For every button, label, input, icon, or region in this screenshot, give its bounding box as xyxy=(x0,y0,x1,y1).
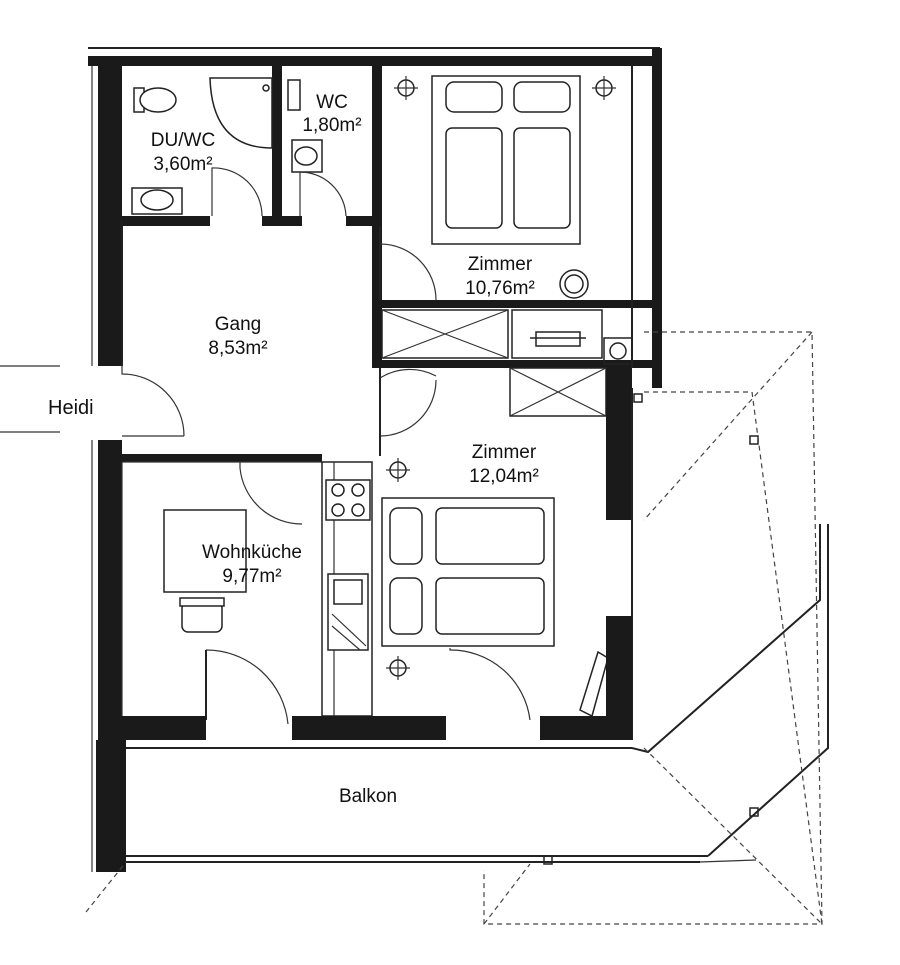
room-area-duwc: 3,60m² xyxy=(153,154,212,175)
room-name-gang: Gang xyxy=(215,314,261,335)
room-name-wc: WC xyxy=(316,92,348,113)
room-name-wohnkueche: Wohnküche xyxy=(202,542,302,563)
corridor xyxy=(121,226,437,463)
wc-basin-icon xyxy=(291,139,323,173)
toilet-icon xyxy=(133,87,177,113)
washbasin-icon xyxy=(131,187,183,215)
bedroom-upper xyxy=(372,75,658,368)
chair-icon xyxy=(179,597,225,633)
room-name-zimmer2: Zimmer xyxy=(472,442,537,463)
wc-room xyxy=(287,66,382,306)
stove-icon xyxy=(325,479,371,521)
room-name-duwc: DU/WC xyxy=(151,130,215,151)
room-area-wohnkueche: 9,77m² xyxy=(222,566,281,587)
room-area-wc: 1,80m² xyxy=(302,115,361,136)
lamp-icon xyxy=(386,458,410,482)
room-labels: DU/WC 3,60m² WC 1,80m² Zimmer 10,76m² Ga… xyxy=(48,92,539,807)
balcony xyxy=(85,331,829,925)
exterior-walls xyxy=(88,47,662,872)
lamp-icon xyxy=(386,656,410,680)
room-name-zimmer1: Zimmer xyxy=(468,254,533,275)
lamp-icon xyxy=(394,76,418,100)
lamp-icon xyxy=(592,76,616,100)
bedroom-lower xyxy=(381,367,633,740)
room-area-zimmer2: 12,04m² xyxy=(469,466,539,487)
sink-icon xyxy=(327,573,369,651)
neighbor-marks xyxy=(0,365,60,433)
kitchen xyxy=(121,461,446,740)
room-name-balkon: Balkon xyxy=(339,786,397,807)
neighbor-label: Heidi xyxy=(48,397,94,419)
bathroom xyxy=(122,66,302,226)
room-area-gang: 8,53m² xyxy=(208,338,267,359)
room-area-zimmer1: 10,76m² xyxy=(465,278,535,299)
